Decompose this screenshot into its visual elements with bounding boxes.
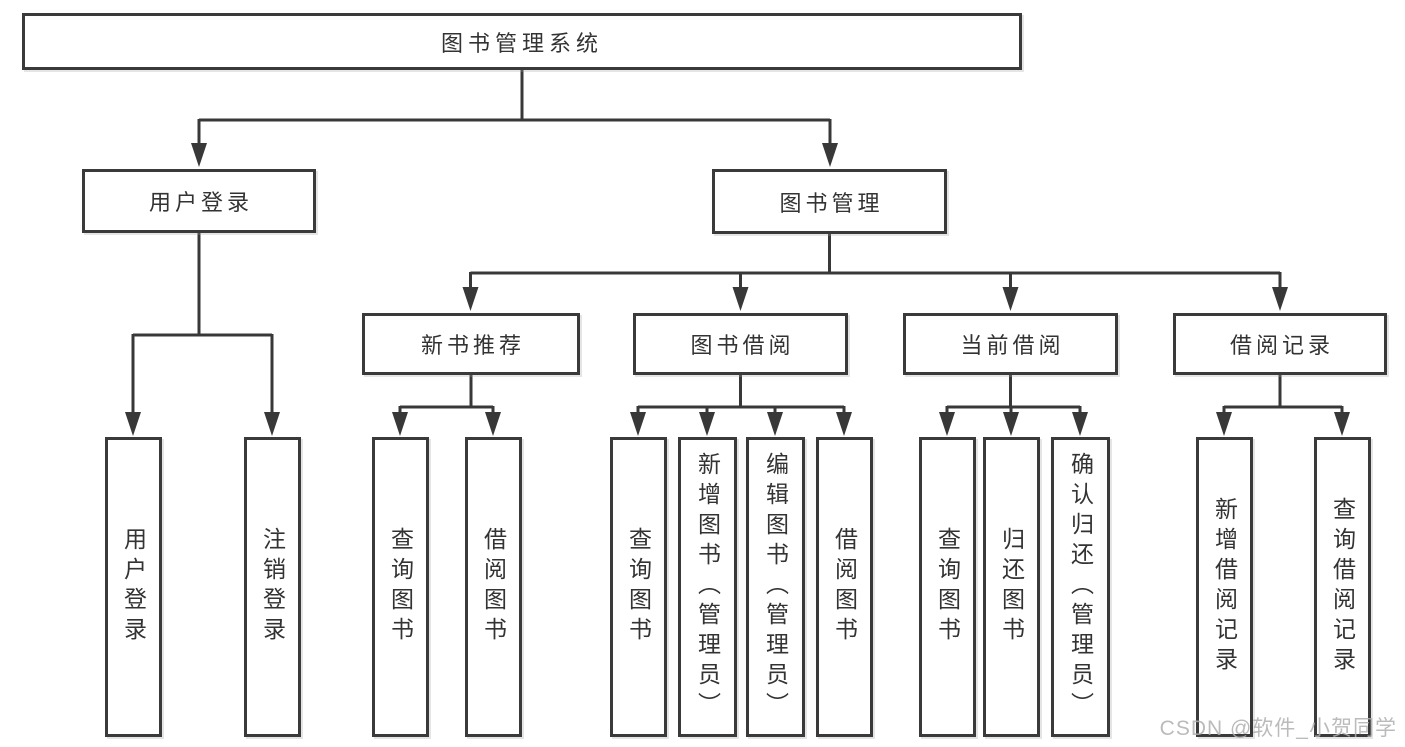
- node-label: 查询借阅记录: [1329, 497, 1356, 677]
- watermark: CSDN @软件_小贺同学: [1159, 717, 1397, 740]
- node-current-borrowing: 当前借阅: [903, 313, 1118, 375]
- node-label: 借阅记录: [1229, 333, 1334, 358]
- node-label: 编辑图书（管理员）: [762, 452, 789, 722]
- leaf-query-books-current: 查询图书: [918, 437, 976, 737]
- leaf-edit-books-admin: 编辑图书（管理员）: [745, 437, 805, 737]
- node-label: 查询图书: [625, 527, 652, 647]
- arrowheads-level2: [191, 143, 838, 167]
- leaf-return-books: 归还图书: [982, 437, 1040, 737]
- leaf-add-borrow-record: 新增借阅记录: [1195, 437, 1253, 737]
- node-label: 图书借阅: [690, 333, 795, 358]
- node-label: 图书管理: [779, 190, 884, 216]
- connector-bookmgmt-to-level3: [469, 234, 1282, 290]
- connector-recommend-to-leaves: [398, 374, 495, 414]
- node-borrowing-records: 借阅记录: [1173, 313, 1387, 375]
- node-label: 查询图书: [387, 527, 414, 647]
- node-label: 用户登录: [148, 190, 253, 215]
- node-user-login: 用户登录: [82, 169, 316, 233]
- node-label: 查询图书: [934, 527, 961, 647]
- node-book-borrowing: 图书借阅: [633, 313, 848, 375]
- node-label: 用户登录: [120, 527, 147, 647]
- leaf-add-books-admin: 新增图书（管理员）: [677, 437, 737, 737]
- node-label: 新增借阅记录: [1211, 497, 1238, 677]
- node-label: 图书管理系统: [440, 30, 603, 56]
- leaf-query-books-borrowing: 查询图书: [609, 437, 667, 737]
- leaf-borrow-books-recommend: 借阅图书: [464, 437, 522, 737]
- node-label: 借阅图书: [480, 527, 507, 647]
- leaf-borrow-books-borrowing: 借阅图书: [815, 437, 873, 737]
- connector-records-to-leaves: [1222, 374, 1344, 414]
- node-library-management-system: 图书管理系统: [22, 13, 1022, 70]
- leaf-logout: 注销登录: [243, 437, 301, 737]
- leaf-query-books-recommend: 查询图书: [371, 437, 429, 737]
- leaf-query-borrow-record: 查询借阅记录: [1313, 437, 1371, 737]
- connector-current-to-leaves: [945, 374, 1082, 414]
- node-label: 借阅图书: [831, 527, 858, 647]
- node-label: 确认归还（管理员）: [1067, 452, 1094, 722]
- node-new-book-recommendation: 新书推荐: [362, 313, 580, 375]
- connector-root-to-level2: [197, 69, 832, 146]
- node-label: 新书推荐: [420, 333, 525, 358]
- node-label: 归还图书: [998, 527, 1025, 647]
- leaf-confirm-return-admin: 确认归还（管理员）: [1050, 437, 1110, 737]
- connector-userlogin-to-leaves: [131, 232, 274, 414]
- connector-borrowing-to-leaves: [636, 374, 846, 414]
- node-book-management: 图书管理: [712, 169, 947, 234]
- node-label: 注销登录: [259, 527, 286, 647]
- arrowheads-leaves: [125, 412, 1350, 436]
- node-label: 新增图书（管理员）: [694, 452, 721, 722]
- arrowheads-level3: [462, 287, 1288, 311]
- node-label: 当前借阅: [960, 333, 1065, 358]
- leaf-user-login: 用户登录: [104, 437, 162, 737]
